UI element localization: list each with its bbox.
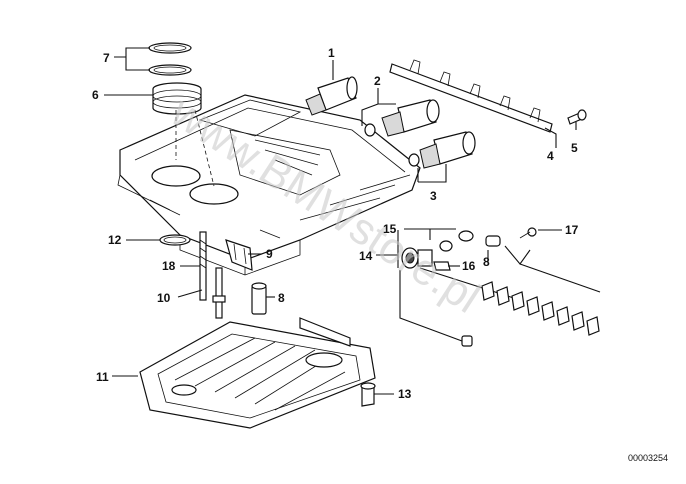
oil-filter-11 bbox=[139, 317, 376, 429]
callout-18: 18 bbox=[162, 259, 176, 273]
terminal-17 bbox=[519, 227, 537, 239]
o-ring-12 bbox=[159, 234, 191, 246]
diagram-reference-number: 00003254 bbox=[628, 453, 668, 463]
screw-13 bbox=[360, 382, 376, 407]
callout-1: 1 bbox=[328, 46, 335, 60]
sleeve-8-left bbox=[251, 282, 267, 315]
wiring-harness bbox=[399, 245, 601, 347]
callout-6: 6 bbox=[92, 88, 99, 102]
callout-8-right: 8 bbox=[483, 255, 490, 269]
callout-13: 13 bbox=[398, 387, 412, 401]
callout-16: 16 bbox=[462, 259, 476, 273]
callout-4: 4 bbox=[547, 149, 554, 163]
retaining-bar-4 bbox=[389, 59, 553, 133]
callout-2: 2 bbox=[374, 74, 381, 88]
bolt-10 bbox=[212, 267, 226, 319]
callout-11: 11 bbox=[96, 370, 109, 384]
piston-6 bbox=[152, 82, 202, 115]
callout-15: 15 bbox=[383, 222, 397, 236]
o-ring-7b bbox=[148, 64, 192, 76]
callout-8-left: 8 bbox=[278, 291, 285, 305]
callout-3: 3 bbox=[430, 189, 437, 203]
callout-12: 12 bbox=[108, 233, 122, 247]
leader-lines bbox=[104, 47, 577, 395]
bracket-9 bbox=[225, 239, 253, 271]
solenoid-1 bbox=[305, 76, 358, 116]
callout-9: 9 bbox=[266, 247, 273, 261]
sleeve-8-right bbox=[485, 235, 501, 247]
callout-7: 7 bbox=[103, 51, 110, 65]
screw-5 bbox=[567, 109, 587, 125]
callout-14: 14 bbox=[359, 249, 373, 263]
connector-14 bbox=[401, 230, 474, 271]
valve-body bbox=[117, 94, 421, 276]
callout-5: 5 bbox=[571, 141, 578, 155]
o-ring-7a bbox=[148, 42, 192, 54]
callout-10: 10 bbox=[157, 291, 171, 305]
solenoid-2 bbox=[364, 99, 440, 137]
callout-17: 17 bbox=[565, 223, 579, 237]
solenoid-3 bbox=[408, 131, 476, 169]
